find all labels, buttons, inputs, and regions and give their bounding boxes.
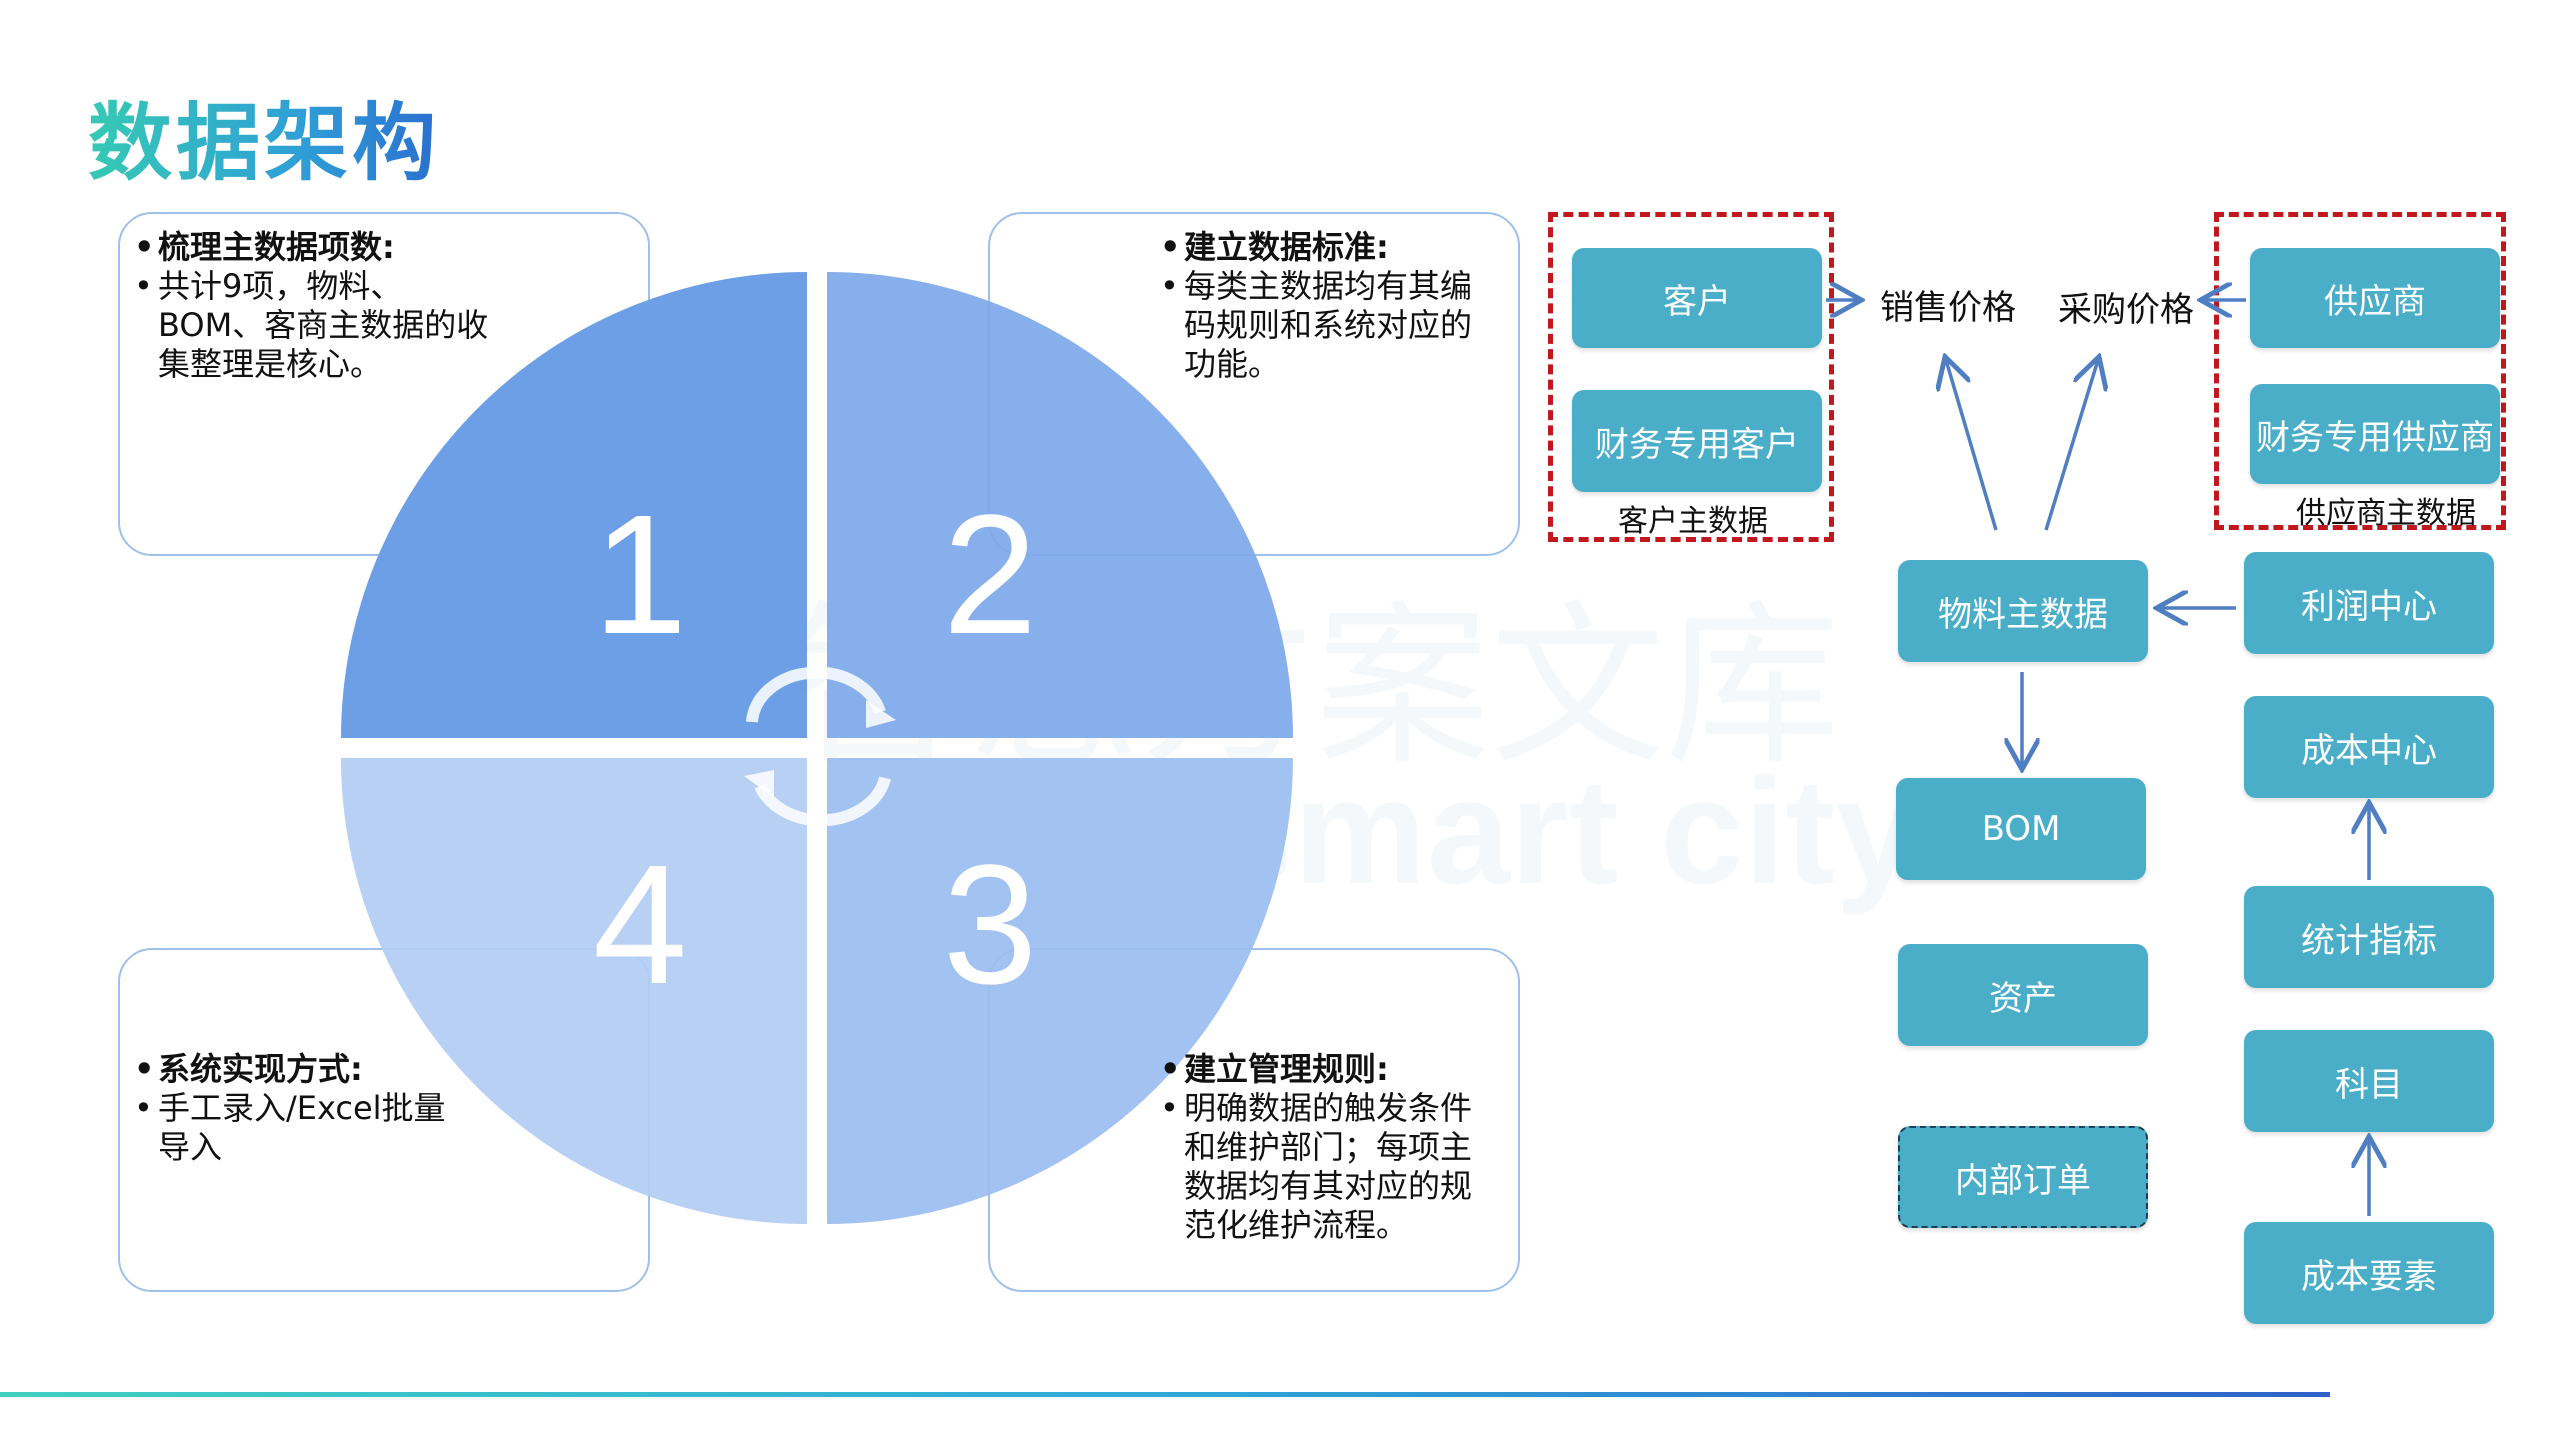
quadrant-4-shape xyxy=(341,758,807,1224)
purchase-price-label: 采购价格 xyxy=(2058,290,2194,330)
customer-master-group xyxy=(1548,212,1834,542)
customer-master-label: 客户主数据 xyxy=(1618,504,1768,539)
card-1-body: 共计9项，物料、BOM、客商主数据的收集整理是核心。 xyxy=(134,267,494,384)
card-3-text: 建立管理规则: 明确数据的触发条件和维护部门；每项主数据均有其对应的规范化维护流… xyxy=(1160,1050,1500,1245)
supplier-master-label: 供应商主数据 xyxy=(2296,496,2476,531)
card-4-body: 手工录入/Excel批量导入 xyxy=(134,1089,474,1167)
card-4-head: 系统实现方式: xyxy=(134,1050,474,1089)
card-1-text: 梳理主数据项数: 共计9项，物料、BOM、客商主数据的收集整理是核心。 xyxy=(134,228,494,384)
customer-box: 客户 xyxy=(1572,248,1822,348)
sales-price-label: 销售价格 xyxy=(1880,288,2016,328)
bom-box: BOM xyxy=(1896,778,2146,880)
cycle-arrow-bottom-icon xyxy=(754,776,891,827)
card-2-body: 每类主数据均有其编码规则和系统对应的功能。 xyxy=(1160,267,1500,384)
profit-center-box: 利润中心 xyxy=(2244,552,2494,654)
cycle-arrow-top-icon xyxy=(746,666,886,723)
card-4-text: 系统实现方式: 手工录入/Excel批量导入 xyxy=(134,1050,474,1167)
cost-center-box: 成本中心 xyxy=(2244,696,2494,798)
account-box: 科目 xyxy=(2244,1030,2494,1132)
page-title: 数据架构 xyxy=(88,88,440,198)
bottom-divider xyxy=(0,1392,2330,1397)
supplier-box: 供应商 xyxy=(2250,248,2500,348)
card-3-head: 建立管理规则: xyxy=(1160,1050,1500,1089)
quadrant-2-shape xyxy=(827,272,1293,738)
cost-element-box: 成本要素 xyxy=(2244,1222,2494,1324)
internal-order-box: 内部订单 xyxy=(1898,1126,2148,1228)
finance-supplier-box: 财务专用供应商 xyxy=(2250,384,2500,484)
card-1-head: 梳理主数据项数: xyxy=(134,228,494,267)
quadrant-2-number: 2 xyxy=(942,480,1038,670)
card-2-head: 建立数据标准: xyxy=(1160,228,1500,267)
watermark-en: smart city xyxy=(1210,747,1919,915)
asset-box: 资产 xyxy=(1898,944,2148,1046)
quadrant-1-number: 1 xyxy=(592,480,688,670)
card-3-body: 明确数据的触发条件和维护部门；每项主数据均有其对应的规范化维护流程。 xyxy=(1160,1089,1500,1245)
finance-customer-box: 财务专用客户 xyxy=(1572,390,1822,492)
quadrant-3-number: 3 xyxy=(942,830,1038,1020)
supplier-master-group xyxy=(2214,212,2506,530)
quadrant-4-number: 4 xyxy=(592,830,688,1020)
stat-indicator-box: 统计指标 xyxy=(2244,886,2494,988)
quadrant-3-shape xyxy=(827,758,1293,1224)
card-2-text: 建立数据标准: 每类主数据均有其编码规则和系统对应的功能。 xyxy=(1160,228,1500,384)
quadrant-1-shape xyxy=(341,272,807,738)
material-master-box: 物料主数据 xyxy=(1898,560,2148,662)
